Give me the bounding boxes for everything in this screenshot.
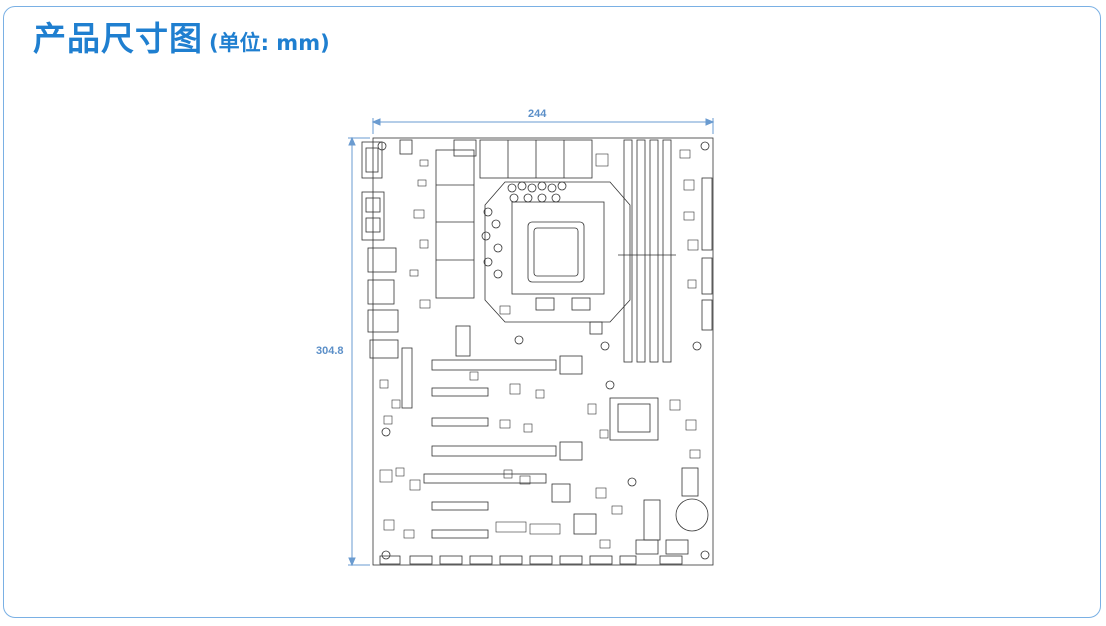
pcie-slots <box>423 355 583 539</box>
cpu-socket <box>484 181 631 335</box>
board-outline <box>372 137 714 566</box>
small-components <box>379 149 701 549</box>
title-unit: (单位: mm) <box>209 31 330 55</box>
dimm-slots <box>618 139 676 363</box>
title-main: 产品尺寸图 <box>33 19 203 58</box>
page-title: 产品尺寸图(单位: mm) <box>33 12 330 60</box>
width-dimension-label: 244 <box>528 108 547 120</box>
height-dimension-label: 304.8 <box>316 345 344 357</box>
chipset-and-ics <box>455 325 709 555</box>
bottom-headers <box>379 347 683 565</box>
vrm-heatsink <box>435 139 593 299</box>
capacitors <box>481 181 567 279</box>
content-frame <box>3 6 1101 618</box>
dimension-lines <box>348 118 715 567</box>
atx-power-connector <box>701 177 713 331</box>
mounting-holes <box>377 141 710 560</box>
rear-io-ports <box>361 139 413 359</box>
